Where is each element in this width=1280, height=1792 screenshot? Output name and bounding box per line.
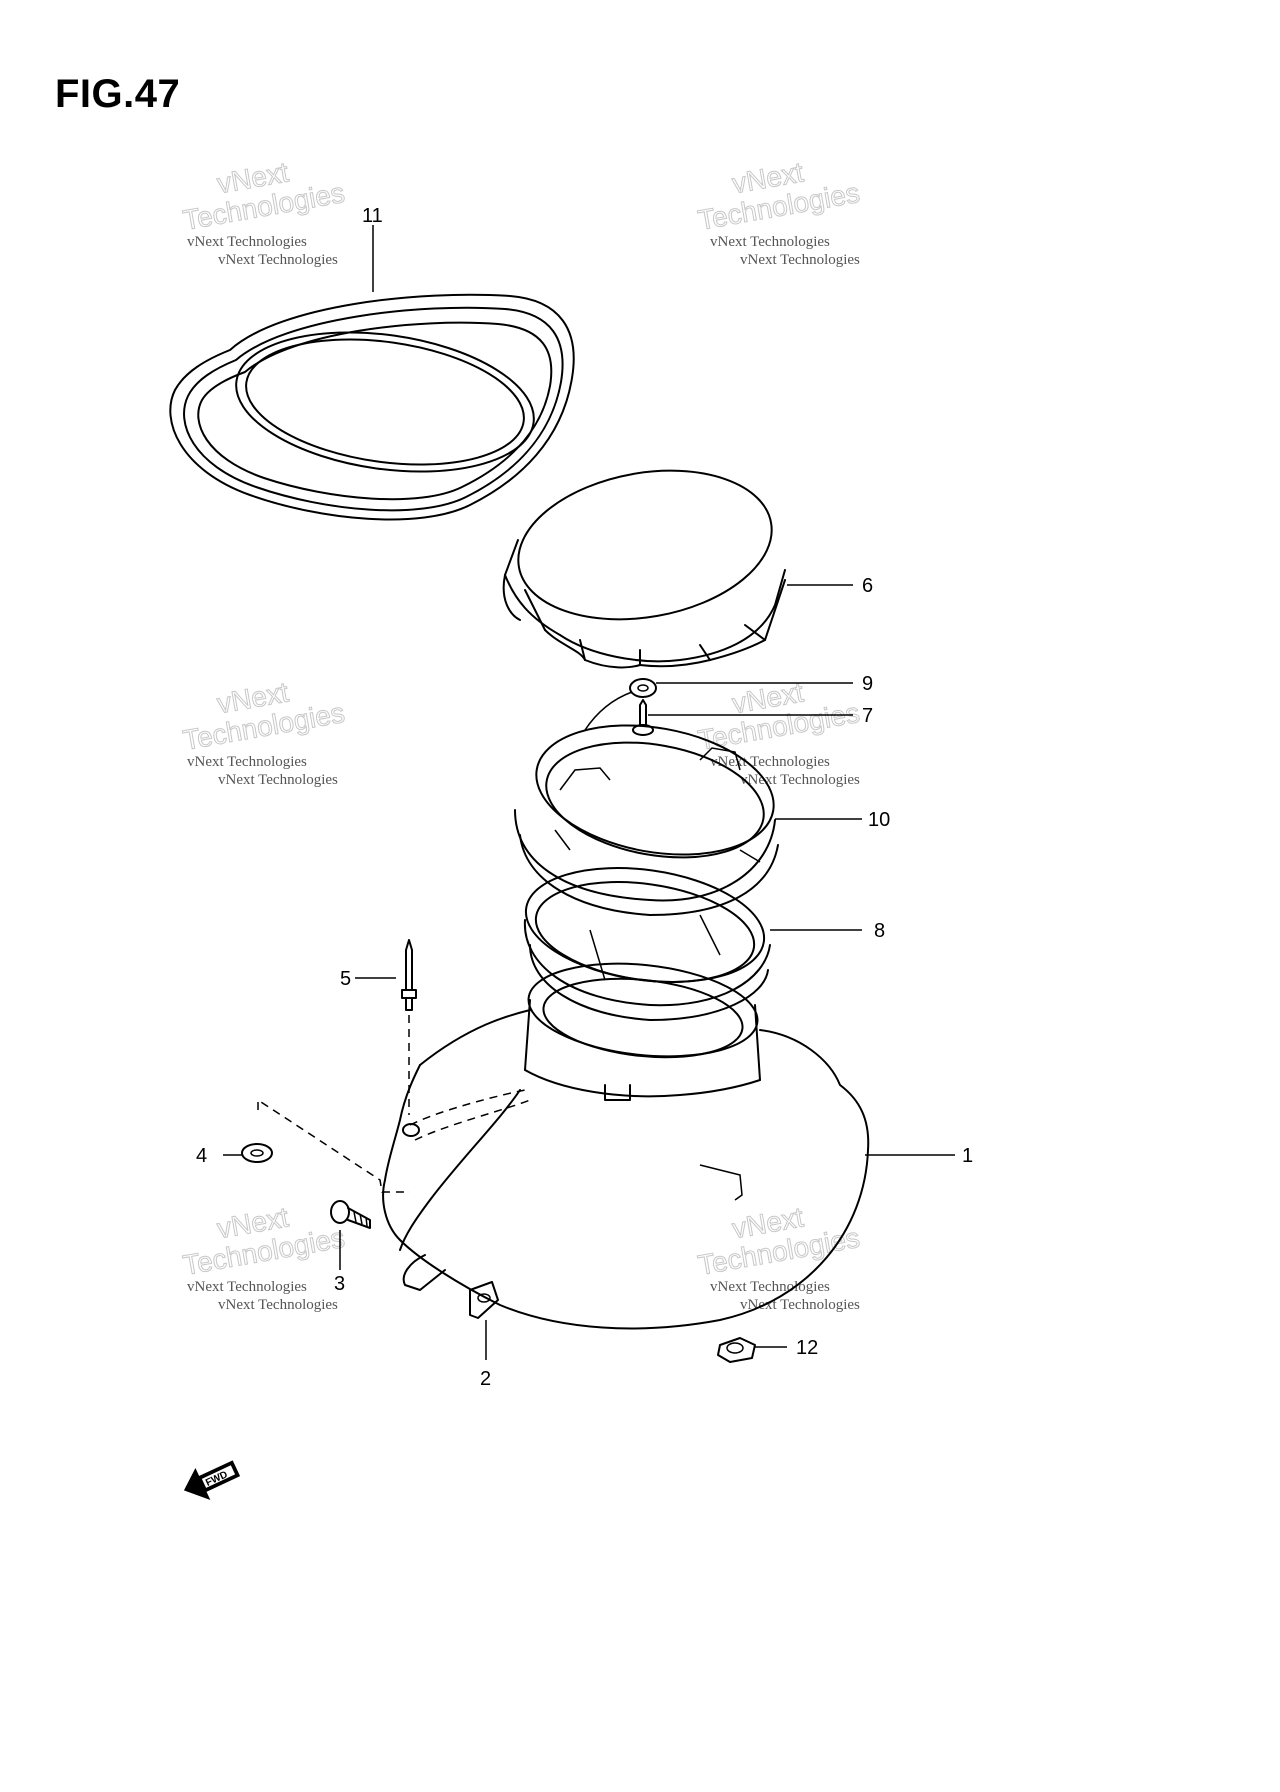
part-5-rivet [401, 939, 417, 1115]
watermark-text: vNext Technologies [740, 252, 860, 268]
callout-12: 12 [796, 1337, 818, 1359]
callout-10: 10 [868, 809, 890, 831]
part-7-screw [632, 699, 654, 736]
figure-title: FIG.47 [55, 72, 181, 116]
callout-7: 7 [862, 705, 873, 727]
watermark-text: vNext Technologies [187, 234, 307, 250]
watermark-text: vNext Technologies [218, 252, 338, 268]
part-6-cap [502, 469, 786, 669]
callout-2: 2 [480, 1368, 491, 1390]
part-4-grommet [241, 1098, 410, 1193]
watermark-text: vNext Technologies [218, 1297, 338, 1313]
part-3-screw [330, 1200, 371, 1229]
watermark-text: vNext Technologies [187, 754, 307, 770]
part-10-ring [514, 724, 779, 916]
watermark-text: vNext Technologies [187, 1279, 307, 1295]
watermark-text: vNext Technologies [740, 1297, 860, 1313]
part-12-nut [717, 1337, 756, 1363]
callout-11: 11 [362, 205, 383, 227]
watermark-text: vNext Technologies [710, 1279, 830, 1295]
callout-8: 8 [874, 920, 885, 942]
wire-line [584, 691, 633, 731]
watermark-text: vNext Technologies [218, 772, 338, 788]
callout-3: 3 [334, 1273, 345, 1295]
callout-6: 6 [862, 575, 873, 597]
callout-5: 5 [340, 968, 351, 990]
part-1-housing [382, 962, 870, 1330]
fwd-arrow-icon: FWD [183, 1460, 241, 1501]
part-9-washer [629, 678, 657, 698]
part-2-clip [469, 1281, 499, 1319]
part-8-collar [523, 867, 771, 1021]
leader-lines [223, 225, 955, 1360]
callouts: 11 6 9 7 10 8 1 5 4 3 2 12 [196, 205, 973, 1390]
watermark-text: vNext Technologies [740, 772, 860, 788]
callout-1: 1 [962, 1145, 973, 1167]
watermark-text: vNext Technologies [710, 234, 830, 250]
callout-4: 4 [196, 1145, 207, 1167]
callout-9: 9 [862, 673, 873, 695]
part-11-gasket [169, 293, 575, 521]
